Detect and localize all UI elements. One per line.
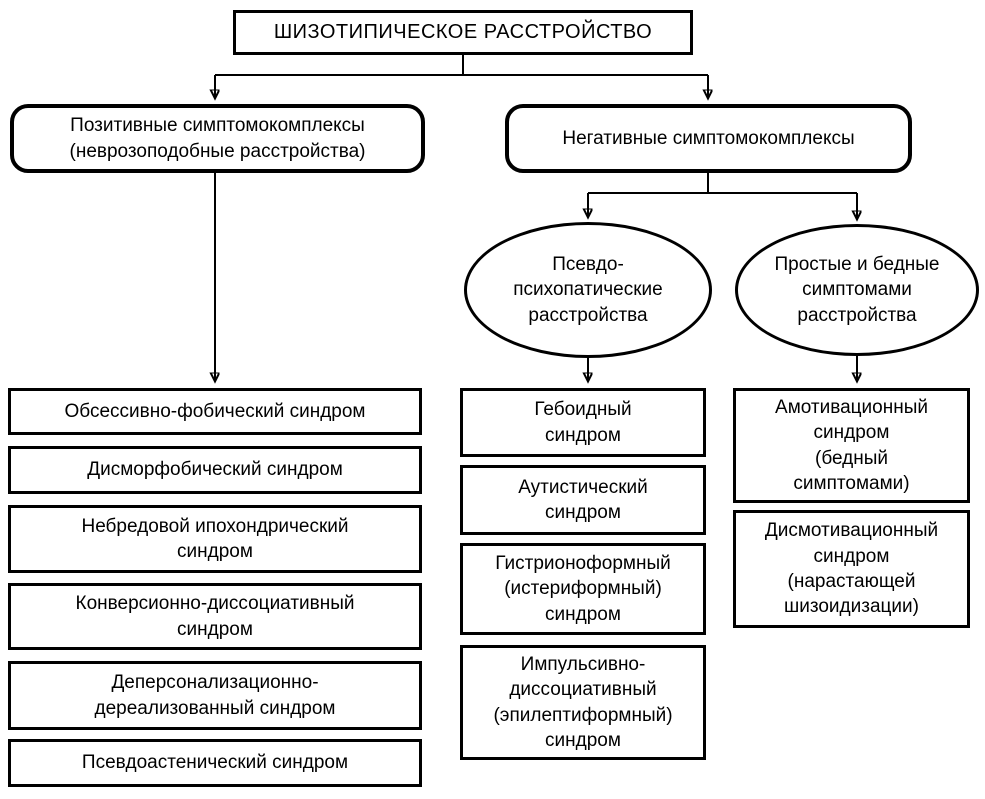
node-pseudo-syndrome-2: Аутистический синдром	[460, 465, 706, 535]
node-pseudo-syndrome-3: Гистрионоформный (истериформный) синдром	[460, 543, 706, 635]
node-positive-syndrome-4: Конверсионно-диссоциативный синдром	[8, 583, 422, 650]
node-positive-syndrome-5: Деперсонализационно- дереализованный син…	[8, 661, 422, 730]
node-simple-syndrome-1: Амотивационный синдром (бедный симптомам…	[733, 388, 970, 503]
node-title: ШИЗОТИПИЧЕСКОЕ РАССТРОЙСТВО	[233, 10, 693, 55]
node-simple-poor-ellipse: Простые и бедные симптомами расстройства	[735, 224, 979, 356]
node-pseudo-syndrome-4: Импульсивно- диссоциативный (эпилептифор…	[460, 645, 706, 760]
node-positive-syndrome-6: Псевдоастенический синдром	[8, 739, 422, 787]
node-pseudo-psychopathic-ellipse: Псевдо- психопатические расстройства	[464, 222, 712, 358]
node-positive-syndrome-1: Обсессивно-фобический синдром	[8, 388, 422, 435]
node-positive-branch: Позитивные симптомокомплексы (неврозопод…	[10, 104, 425, 173]
node-positive-syndrome-2: Дисморфобический синдром	[8, 446, 422, 494]
node-negative-branch: Негативные симптомокомплексы	[505, 104, 912, 173]
node-pseudo-syndrome-1: Гебоидный синдром	[460, 388, 706, 457]
node-simple-syndrome-2: Дисмотивационный синдром (нарастающей ши…	[733, 510, 970, 628]
node-positive-syndrome-3: Небредовой ипохондрический синдром	[8, 505, 422, 573]
